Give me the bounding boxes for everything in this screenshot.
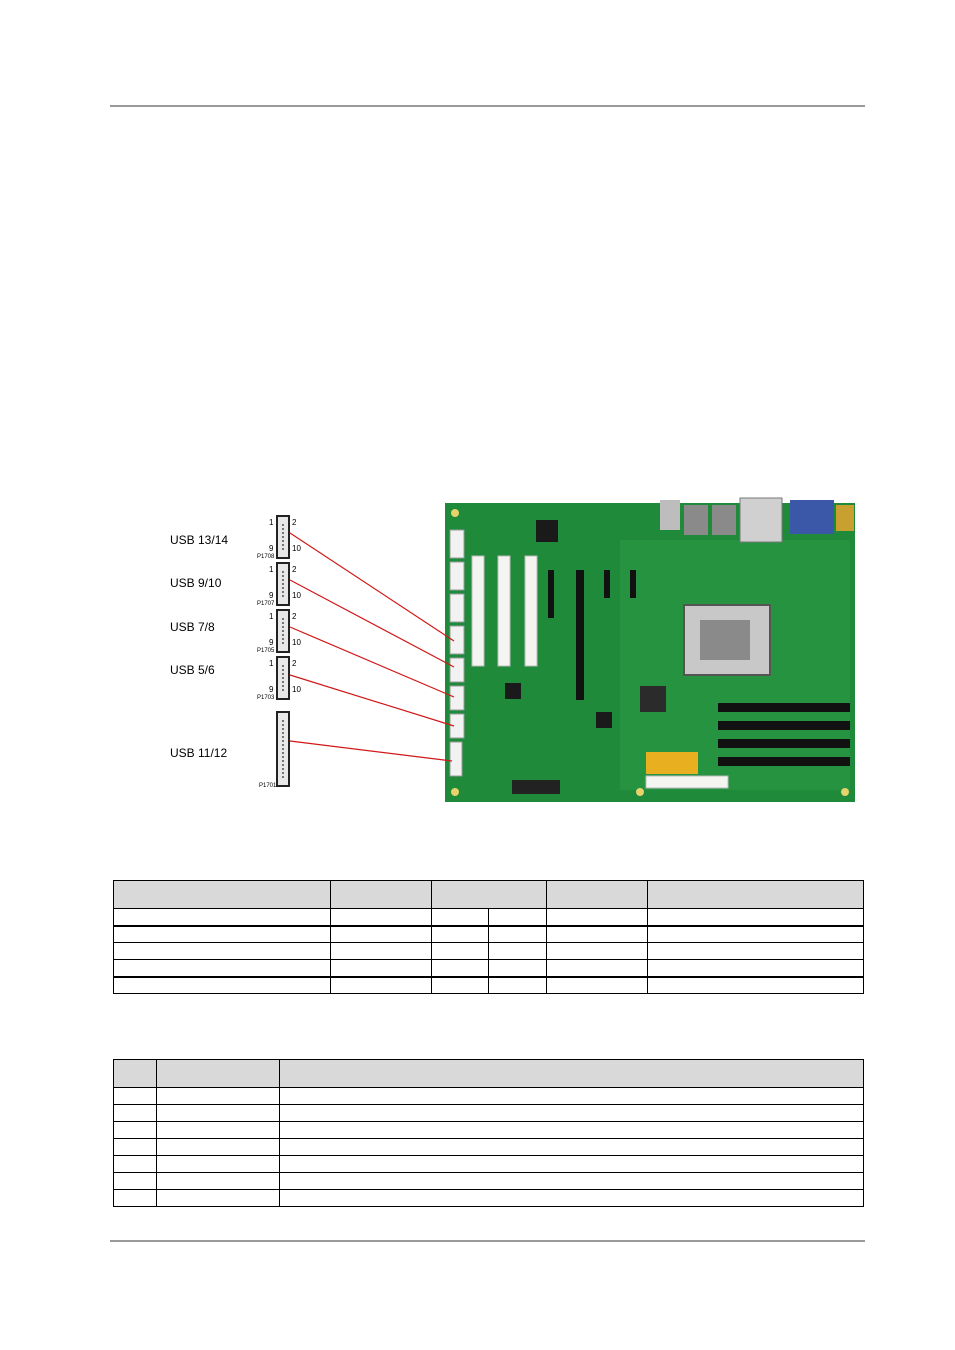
pin-header-p1701 xyxy=(276,711,290,787)
table-row xyxy=(113,959,864,977)
motherboard-board xyxy=(445,497,855,802)
table-row xyxy=(113,1189,865,1207)
table-row xyxy=(113,1087,865,1105)
pin-header-p1705 xyxy=(276,609,290,653)
usb-label-11-12: USB 11/12 xyxy=(170,746,228,760)
table-row xyxy=(113,924,864,943)
part-label: P1708 xyxy=(257,554,275,560)
usb-label-7-8: USB 7/8 xyxy=(170,620,215,634)
usb-label-9-10: USB 9/10 xyxy=(170,576,222,590)
usb-label-13-14: USB 13/14 xyxy=(170,533,229,547)
table-row xyxy=(113,1121,865,1139)
table-row xyxy=(113,1155,865,1173)
part-label: P1707 xyxy=(257,601,275,607)
connector-table xyxy=(113,880,864,994)
table-row xyxy=(113,908,864,926)
pinout-table xyxy=(113,1059,865,1207)
table-row xyxy=(113,1172,865,1190)
table-row xyxy=(113,942,864,960)
pin-header-p1707 xyxy=(276,562,290,606)
pin-header-p1703 xyxy=(276,656,290,700)
part-label: P1705 xyxy=(257,648,275,654)
pin-header-p1708 xyxy=(276,515,290,559)
part-label: P1701 xyxy=(259,783,277,789)
header-rule xyxy=(110,105,865,107)
table-row xyxy=(113,1104,865,1122)
footer-rule xyxy=(110,1240,865,1242)
usb-label-5-6: USB 5/6 xyxy=(170,663,215,677)
table-row xyxy=(113,1138,865,1156)
part-label: P1703 xyxy=(257,695,275,701)
leader-lines xyxy=(289,532,455,762)
table-row xyxy=(113,975,864,994)
